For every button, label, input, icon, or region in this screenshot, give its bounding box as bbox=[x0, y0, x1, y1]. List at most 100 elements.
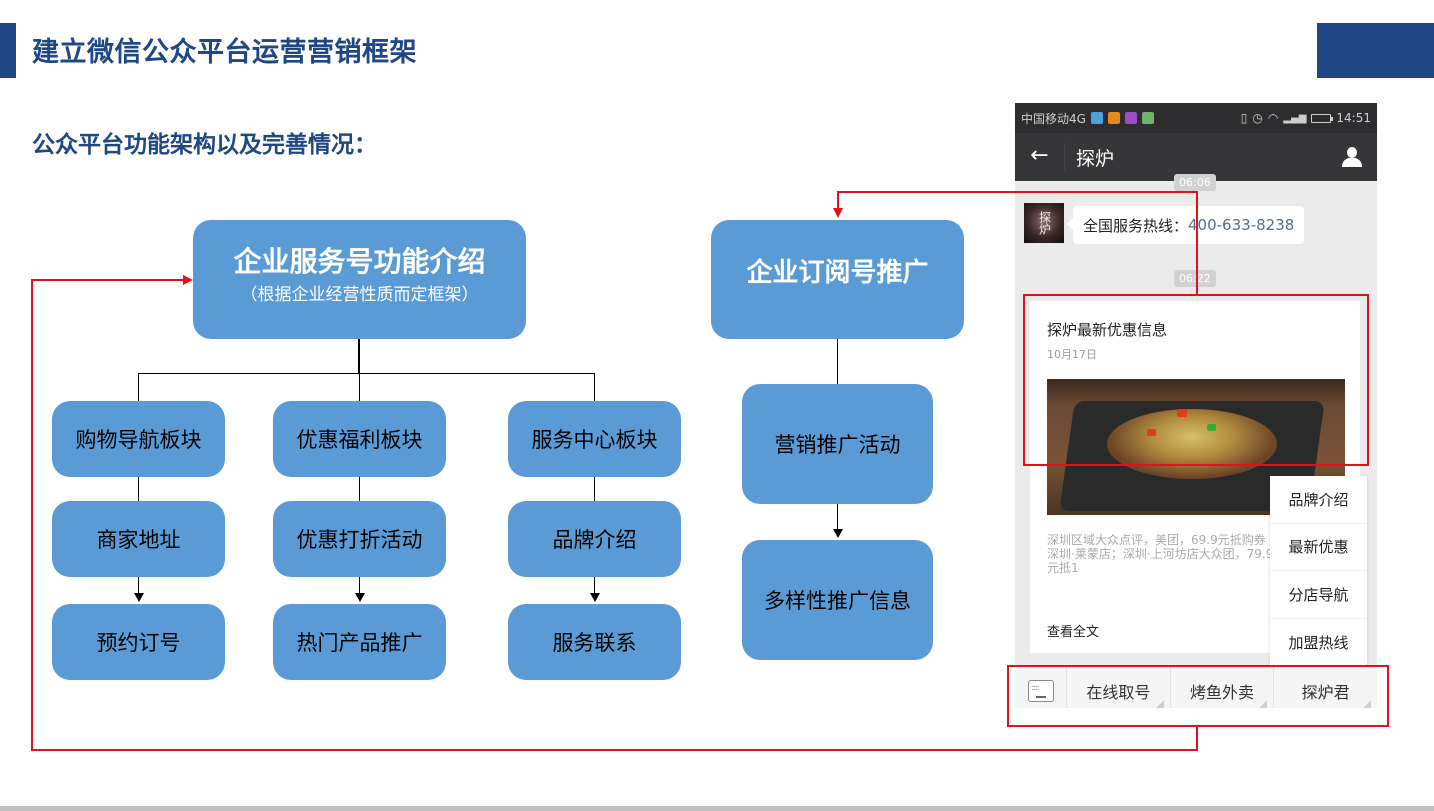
service-account-box: 企业服务号功能介绍 （根据企业经营性质而定框架） bbox=[193, 220, 526, 339]
red-connector bbox=[1196, 191, 1198, 295]
leaf-box-reservation: 预约订号 bbox=[52, 604, 225, 680]
subscription-account-box: 企业订阅号推广 bbox=[711, 220, 964, 339]
service-account-subtitle: （根据企业经营性质而定框架） bbox=[240, 285, 479, 305]
chat-nav-bar: ← 探炉 bbox=[1015, 133, 1377, 181]
item-box-brand-intro: 品牌介绍 bbox=[508, 501, 681, 577]
read-more-link[interactable]: 查看全文 bbox=[1047, 625, 1100, 640]
alarm-icon: ◷ bbox=[1252, 111, 1263, 125]
item-label: 品牌介绍 bbox=[552, 528, 637, 552]
item-box-merchant-address: 商家地址 bbox=[52, 501, 225, 577]
article-description: 深圳区域大众点评，美团，69.9元抵购券深圳·莱蒙店；深圳·上河坊店大众团，79… bbox=[1047, 533, 1274, 575]
arrow-down-icon bbox=[590, 593, 600, 602]
leaf-label: 预约订号 bbox=[96, 631, 181, 655]
submenu-item-brand-intro[interactable]: 品牌介绍 bbox=[1270, 476, 1367, 524]
profile-person-icon[interactable] bbox=[1341, 146, 1363, 168]
battery-icon bbox=[1311, 113, 1334, 123]
avatar-text: 探炉 bbox=[1037, 211, 1052, 235]
app-notification-icon bbox=[1141, 112, 1154, 124]
menu-button-tanlu-jun[interactable]: 探炉君 bbox=[1274, 667, 1377, 708]
carrier-label: 中国移动4G bbox=[1021, 111, 1086, 126]
red-connector bbox=[837, 191, 839, 209]
red-connector bbox=[1196, 727, 1198, 751]
leaf-box-hot-products: 热门产品推广 bbox=[273, 604, 446, 680]
keyboard-icon bbox=[1027, 679, 1054, 702]
module-label: 服务中心板块 bbox=[531, 428, 658, 452]
red-connector bbox=[31, 279, 33, 751]
module-box-shopping-nav: 购物导航板块 bbox=[52, 401, 225, 477]
leaf-label: 服务联系 bbox=[552, 631, 637, 655]
keyboard-toggle-button[interactable] bbox=[1015, 667, 1067, 708]
module-label: 购物导航板块 bbox=[75, 428, 202, 452]
connector-line bbox=[359, 373, 360, 401]
app-notification-icon bbox=[1124, 112, 1137, 124]
article-date: 10月17日 bbox=[1047, 348, 1097, 361]
connector-line bbox=[359, 577, 360, 594]
arrow-down-icon bbox=[355, 593, 365, 602]
back-arrow-icon[interactable]: ← bbox=[1015, 143, 1065, 171]
subscription-item-label: 营销推广活动 bbox=[774, 433, 901, 457]
chat-title: 探炉 bbox=[1076, 147, 1115, 170]
connector-line bbox=[358, 339, 360, 374]
account-avatar[interactable]: 探炉 bbox=[1024, 203, 1064, 243]
red-connector bbox=[837, 191, 1198, 193]
app-notification-icon bbox=[1107, 112, 1120, 124]
article-highlight-frame bbox=[1023, 294, 1369, 466]
submenu-item-latest-offers[interactable]: 最新优惠 bbox=[1270, 524, 1367, 571]
connector-line bbox=[138, 373, 595, 374]
app-notification-icon bbox=[1090, 112, 1103, 124]
submenu-item-franchise-hotline[interactable]: 加盟热线 bbox=[1288, 633, 1349, 652]
menu-button-fish-delivery[interactable]: 烤鱼外卖 bbox=[1171, 667, 1275, 708]
menu-button-online-queue[interactable]: 在线取号 bbox=[1067, 667, 1171, 708]
page-title: 建立微信公众平台运营营销框架 bbox=[32, 37, 417, 68]
connector-line bbox=[359, 477, 360, 501]
arrow-down-icon bbox=[833, 529, 843, 538]
menu-button-label: 探炉君 bbox=[1301, 682, 1350, 702]
subscription-item-label: 多样性推广信息 bbox=[764, 589, 911, 613]
item-label: 商家地址 bbox=[96, 528, 181, 552]
hotline-label: 全国服务热线： bbox=[1083, 216, 1189, 235]
submenu-corner-icon bbox=[1155, 700, 1164, 708]
menu-button-label: 烤鱼外卖 bbox=[1190, 682, 1255, 702]
title-accent-bar bbox=[0, 23, 16, 78]
service-account-title: 企业服务号功能介绍 bbox=[233, 245, 486, 278]
menu-highlight-frame bbox=[1007, 665, 1389, 727]
message-timestamp: 06:22 bbox=[1174, 270, 1216, 287]
connector-line bbox=[138, 373, 139, 401]
connector-line bbox=[837, 504, 838, 530]
connector-line bbox=[594, 477, 595, 501]
menu-button-label: 在线取号 bbox=[1086, 682, 1151, 702]
status-bar: 中国移动4G ▯ ◷ ◠ ▂▄▆ 14:51 bbox=[1015, 103, 1377, 133]
subscription-account-title: 企业订阅号推广 bbox=[746, 258, 929, 288]
connector-line bbox=[138, 477, 139, 501]
connector-line bbox=[594, 373, 595, 401]
red-arrow-down-icon bbox=[833, 208, 843, 218]
hotline-message-bubble: 全国服务热线： 400-633-8238 bbox=[1066, 206, 1305, 244]
vibrate-icon: ▯ bbox=[1240, 111, 1248, 125]
module-box-discount-benefits: 优惠福利板块 bbox=[273, 401, 446, 477]
submenu-corner-icon bbox=[1259, 700, 1268, 708]
footer-divider bbox=[0, 806, 1434, 811]
message-timestamp: 06:06 bbox=[1174, 174, 1216, 191]
submenu-item-branch-nav[interactable]: 分店导航 bbox=[1270, 571, 1367, 619]
connector-line bbox=[594, 577, 595, 594]
connector-line bbox=[837, 339, 838, 384]
bottom-menu-bar: 在线取号 烤鱼外卖 探炉君 bbox=[1015, 666, 1377, 708]
subscription-item-diverse-info: 多样性推广信息 bbox=[742, 540, 933, 660]
wifi-icon: ◠ bbox=[1267, 111, 1279, 125]
item-label: 优惠打折活动 bbox=[296, 528, 423, 552]
leaf-box-service-contact: 服务联系 bbox=[508, 604, 681, 680]
item-box-discount-activity: 优惠打折活动 bbox=[273, 501, 446, 577]
submenu-popup: 品牌介绍 最新优惠 分店导航 加盟热线 bbox=[1270, 476, 1367, 666]
section-subtitle: 公众平台功能架构以及完善情况： bbox=[32, 132, 377, 158]
module-box-service-center: 服务中心板块 bbox=[508, 401, 681, 477]
module-label: 优惠福利板块 bbox=[296, 428, 423, 452]
signal-icon: ▂▄▆ bbox=[1283, 112, 1307, 124]
red-arrow-right-icon bbox=[183, 275, 193, 285]
leaf-label: 热门产品推广 bbox=[296, 631, 423, 655]
article-title: 探炉最新优惠信息 bbox=[1047, 321, 1168, 339]
hotline-number-link[interactable]: 400-633-8238 bbox=[1188, 216, 1295, 234]
subscription-item-marketing: 营销推广活动 bbox=[742, 384, 933, 504]
red-connector bbox=[31, 279, 183, 281]
corner-decoration bbox=[1317, 23, 1434, 78]
connector-line bbox=[138, 577, 139, 594]
